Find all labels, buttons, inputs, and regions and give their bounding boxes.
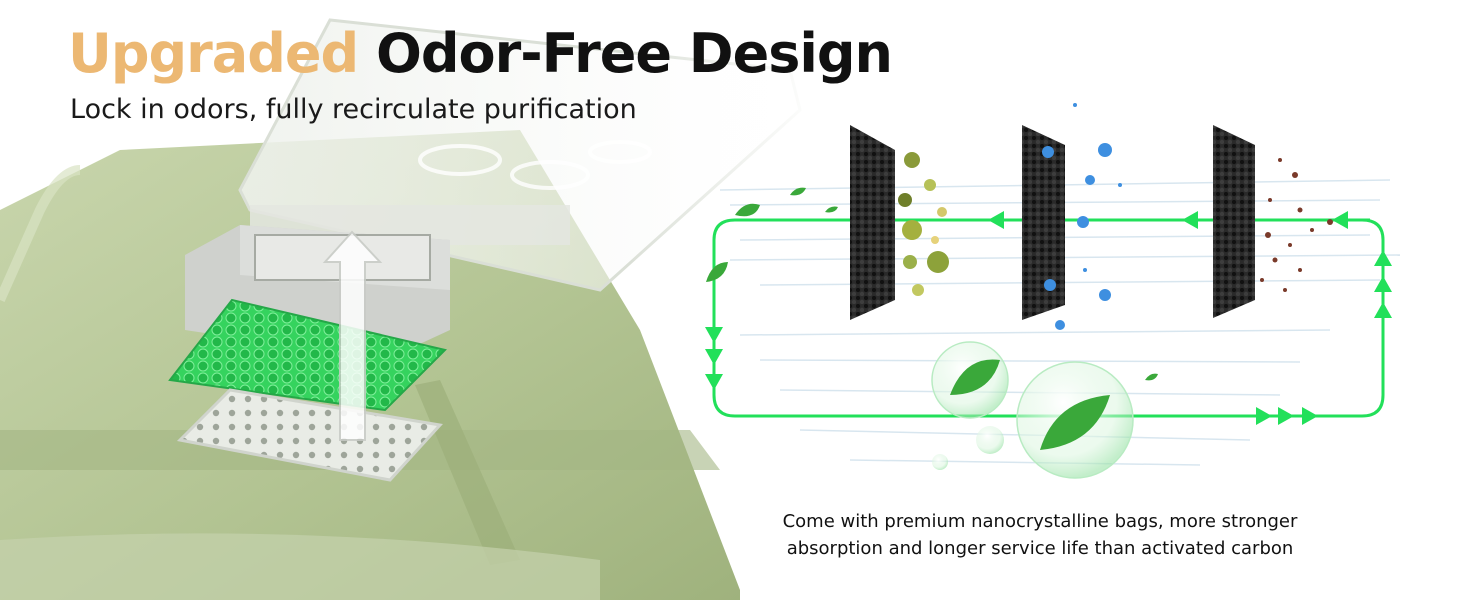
leaf-icon — [706, 187, 1158, 450]
caption: Come with premium nanocrystalline bags, … — [760, 508, 1320, 562]
headline-accent: Upgraded — [68, 22, 359, 85]
filter-panel-icon — [850, 125, 895, 320]
flow-arrowheads — [705, 211, 1392, 425]
caption-line-2: absorption and longer service life than … — [786, 538, 1294, 559]
filter-panel-icon — [1213, 125, 1255, 318]
recirculation-loop — [712, 218, 1385, 418]
headline: Upgraded Odor-Free Design — [68, 18, 893, 90]
bacteria-icon — [1042, 103, 1122, 330]
headline-main: Odor-Free Design — [375, 22, 893, 85]
nanocrystalline-bag — [168, 298, 447, 412]
spore-particles — [898, 152, 949, 296]
subheadline: Lock in odors, fully recirculate purific… — [70, 94, 637, 125]
dirt-particles — [1260, 158, 1333, 292]
filter-panel-icon — [1022, 125, 1065, 320]
caption-line-1: Come with premium nanocrystalline bags, … — [782, 511, 1298, 532]
arrow-up-icon — [322, 230, 383, 441]
